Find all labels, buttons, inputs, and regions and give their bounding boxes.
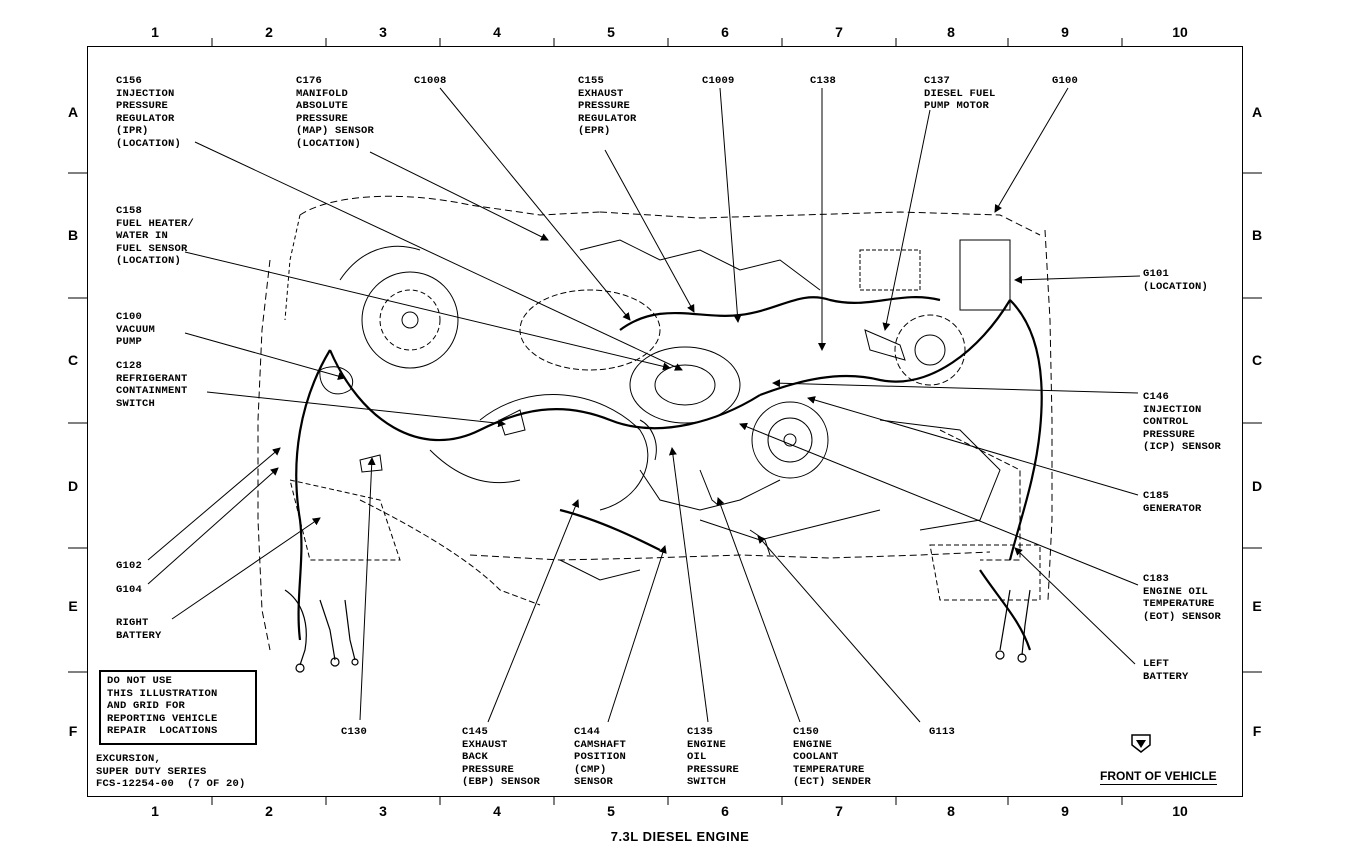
- callout-c185: C185 GENERATOR: [1143, 490, 1202, 515]
- callout-g104: G104: [116, 584, 143, 596]
- wiring-harness: [295, 296, 1043, 651]
- leader-c155: [604, 149, 695, 313]
- leader-g101: [1014, 275, 1141, 284]
- leader-c135: [668, 447, 709, 723]
- grid-row-right-f: F: [1252, 723, 1262, 739]
- grid-col-top-9: 9: [1061, 24, 1069, 40]
- callout-c145: C145 EXHAUST BACK PRESSURE (EBP) SENSOR: [462, 726, 541, 788]
- grid-col-top-3: 3: [379, 24, 387, 40]
- callout-c176: C176 MANIFOLD ABSOLUTE PRESSURE (MAP) SE…: [296, 75, 375, 150]
- grid-col-top-4: 4: [493, 24, 501, 40]
- callout-c1009: C1009: [702, 75, 735, 87]
- callout-c130: C130: [341, 726, 368, 738]
- leader-c100: [184, 332, 346, 380]
- callout-c158: C158 FUEL HEATER/ WATER IN FUEL SENSOR (…: [116, 205, 195, 267]
- grid-col-bottom-9: 9: [1061, 803, 1069, 819]
- callout-c146: C146 INJECTION CONTROL PRESSURE (ICP) SE…: [1143, 391, 1222, 453]
- grid-col-bottom-4: 4: [493, 803, 501, 819]
- disclaimer-text: DO NOT USE THIS ILLUSTRATION AND GRID FO…: [107, 675, 218, 737]
- callout-c144: C144 CAMSHAFT POSITION (CMP) SENSOR: [574, 726, 627, 788]
- grid-col-top-7: 7: [835, 24, 843, 40]
- leader-right-battery: [171, 517, 321, 620]
- grid-row-right-d: D: [1251, 478, 1263, 494]
- grid-row-left-e: E: [68, 598, 78, 614]
- leader-g100: [994, 87, 1069, 213]
- leader-c185: [807, 396, 1139, 496]
- grid-row-right-a: A: [1251, 104, 1263, 120]
- grid-row-left-b: B: [67, 227, 79, 243]
- leader-c146: [772, 379, 1139, 394]
- leader-lines: [147, 87, 1141, 723]
- grid-row-right-c: C: [1251, 352, 1263, 368]
- grid-row-left-c: C: [67, 352, 79, 368]
- callout-c150: C150 ENGINE COOLANT TEMPERATURE (ECT) SE…: [793, 726, 872, 788]
- leader-c183: [739, 422, 1139, 586]
- grid-col-bottom-6: 6: [721, 803, 729, 819]
- grid-col-bottom-2: 2: [265, 803, 273, 819]
- grid-col-bottom-8: 8: [947, 803, 955, 819]
- engine-components: [319, 239, 1011, 581]
- callout-g101: G101 (LOCATION): [1143, 268, 1209, 293]
- callout-right-battery: RIGHT BATTERY: [116, 617, 162, 642]
- grid-col-bottom-3: 3: [379, 803, 387, 819]
- callout-c1008: C1008: [414, 75, 447, 87]
- grid-col-top-10: 10: [1172, 24, 1188, 40]
- callout-g102: G102: [116, 560, 143, 572]
- grid-col-bottom-5: 5: [607, 803, 615, 819]
- callout-c100: C100 VACUUM PUMP: [116, 311, 156, 348]
- leader-g102: [147, 447, 281, 561]
- grid-row-left-f: F: [68, 723, 78, 739]
- leader-c150: [716, 497, 801, 723]
- leader-c158: [184, 251, 671, 371]
- leader-c137: [882, 109, 931, 331]
- front-arrow-icon: [1131, 734, 1151, 753]
- leader-c130: [359, 457, 376, 721]
- grid-row-left-a: A: [67, 104, 79, 120]
- leader-c1008: [439, 87, 631, 321]
- grid-row-right-e: E: [1252, 598, 1262, 614]
- leader-c1009: [719, 87, 742, 323]
- front-of-vehicle-label: FRONT OF VEHICLE: [1100, 769, 1217, 785]
- leader-c128: [206, 391, 506, 428]
- grid-col-top-1: 1: [151, 24, 159, 40]
- callout-c128: C128 REFRIGERANT CONTAINMENT SWITCH: [116, 360, 188, 410]
- diagram-caption: 7.3L DIESEL ENGINE: [610, 829, 750, 844]
- grid-col-top-8: 8: [947, 24, 955, 40]
- leader-g104: [147, 467, 279, 585]
- grid-col-top-5: 5: [607, 24, 615, 40]
- callout-c135: C135 ENGINE OIL PRESSURE SWITCH: [687, 726, 740, 788]
- engine-outline: [257, 195, 1053, 651]
- battery-cables: [284, 589, 1031, 673]
- leader-g113: [757, 535, 921, 723]
- grid-row-left-d: D: [67, 478, 79, 494]
- callout-c156: C156 INJECTION PRESSURE REGULATOR (IPR) …: [116, 75, 182, 150]
- grid-col-bottom-7: 7: [835, 803, 843, 819]
- diagram-frame: [87, 46, 1243, 797]
- grid-col-bottom-1: 1: [151, 803, 159, 819]
- leader-c176: [369, 151, 549, 241]
- model-info: EXCURSION, SUPER DUTY SERIES FCS-12254-0…: [96, 753, 246, 790]
- grid-col-top-2: 2: [265, 24, 273, 40]
- leader-c144: [607, 545, 667, 723]
- callout-c138: C138: [810, 75, 837, 87]
- grid-ticks: [68, 38, 1262, 805]
- grid-col-top-6: 6: [721, 24, 729, 40]
- callout-c155: C155 EXHAUST PRESSURE REGULATOR (EPR): [578, 75, 637, 137]
- disclaimer-box: DO NOT USE THIS ILLUSTRATION AND GRID FO…: [99, 670, 257, 745]
- grid-row-right-b: B: [1251, 227, 1263, 243]
- callout-c183: C183 ENGINE OIL TEMPERATURE (EOT) SENSOR: [1143, 573, 1222, 623]
- leader-left-battery: [1014, 547, 1136, 665]
- leader-c145: [487, 499, 580, 723]
- callout-c137: C137 DIESEL FUEL PUMP MOTOR: [924, 75, 996, 112]
- callout-left-battery: LEFT BATTERY: [1143, 658, 1189, 683]
- callout-g113: G113: [929, 726, 956, 738]
- callout-g100: G100: [1052, 75, 1079, 87]
- leader-c156: [194, 141, 683, 371]
- grid-col-bottom-10: 10: [1172, 803, 1188, 819]
